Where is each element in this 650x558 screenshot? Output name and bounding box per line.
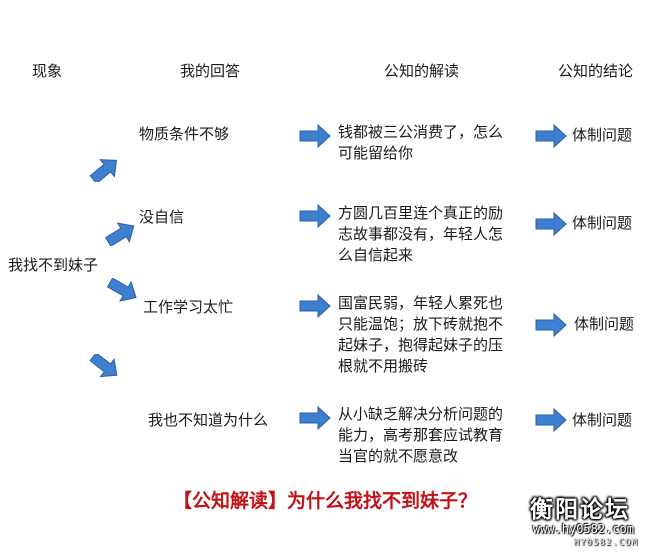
branch-arrow-3-icon (106, 278, 137, 302)
row-4-conclusion-arrow-icon (535, 408, 567, 432)
row-1-conclusion-arrow-icon (535, 124, 567, 148)
interpretation-4: 从小缺乏解决分析问题的 能力，高考那套应试教育 当官的就不愿意改 (338, 404, 538, 467)
interpretation-3-line-3: 起妹子，抱得起妹子的压 (338, 336, 504, 354)
interpretation-1-line-1: 钱都被三公消费了，怎么 (338, 123, 504, 141)
answer-1: 物质条件不够 (139, 125, 230, 143)
row-4-arrow-icon (299, 406, 331, 430)
interpretation-3: 国富民弱，年轻人累死也 只能温饱；放下砖就抱不 起妹子，抱得起妹子的压 根就不用… (338, 293, 538, 377)
root-phenomenon: 我找不到妹子 (8, 256, 99, 274)
branch-arrow-4-icon (89, 354, 118, 378)
interpretation-3-line-2: 只能温饱；放下砖就抱不 (338, 315, 504, 333)
branch-arrow-2-icon (104, 222, 135, 246)
interpretation-1-line-2: 可能留给你 (338, 144, 414, 162)
row-2-arrow-icon (299, 204, 331, 228)
interpretation-2-line-3: 么自信起来 (338, 246, 414, 264)
watermark-sub: HY0582.COM (573, 538, 638, 548)
interpretation-2: 方圆几百里连个真正的励 志故事都没有，年轻人怎 么自信起来 (338, 203, 538, 266)
header-phenomenon: 现象 (32, 62, 63, 80)
conclusion-1: 体制问题 (572, 126, 633, 144)
conclusion-2: 体制问题 (572, 214, 633, 232)
interpretation-2-line-1: 方圆几百里连个真正的励 (338, 204, 504, 222)
conclusion-4: 体制问题 (572, 411, 633, 429)
watermark-url: www.hy0582.com (532, 522, 634, 536)
footer-title: 【公知解读】为什么我找不到妹子？ (172, 490, 477, 512)
row-3-conclusion-arrow-icon (535, 313, 567, 337)
row-1-arrow-icon (299, 124, 331, 148)
interpretation-4-line-2: 能力，高考那套应试教育 (338, 426, 504, 444)
answer-2: 没自信 (139, 208, 185, 226)
header-my-answer: 我的回答 (180, 62, 241, 80)
row-3-arrow-icon (299, 294, 331, 318)
conclusion-3: 体制问题 (574, 315, 635, 333)
header-public-interpretation: 公知的解读 (384, 62, 460, 80)
interpretation-2-line-2: 志故事都没有，年轻人怎 (338, 225, 504, 243)
watermark-name: 衡阳论坛 (530, 496, 630, 523)
interpretation-4-line-1: 从小缺乏解决分析问题的 (338, 405, 504, 423)
interpretation-4-line-3: 当官的就不愿意改 (338, 447, 459, 465)
interpretation-3-line-1: 国富民弱，年轻人累死也 (338, 294, 504, 312)
row-2-conclusion-arrow-icon (535, 212, 567, 236)
interpretation-1: 钱都被三公消费了，怎么 可能留给你 (338, 122, 538, 164)
answer-4: 我也不知道为什么 (148, 411, 269, 429)
branch-arrow-1-icon (89, 159, 118, 182)
header-public-conclusion: 公知的结论 (558, 62, 634, 80)
interpretation-3-line-4: 根就不用搬砖 (338, 357, 429, 375)
answer-3: 工作学习太忙 (143, 298, 234, 316)
